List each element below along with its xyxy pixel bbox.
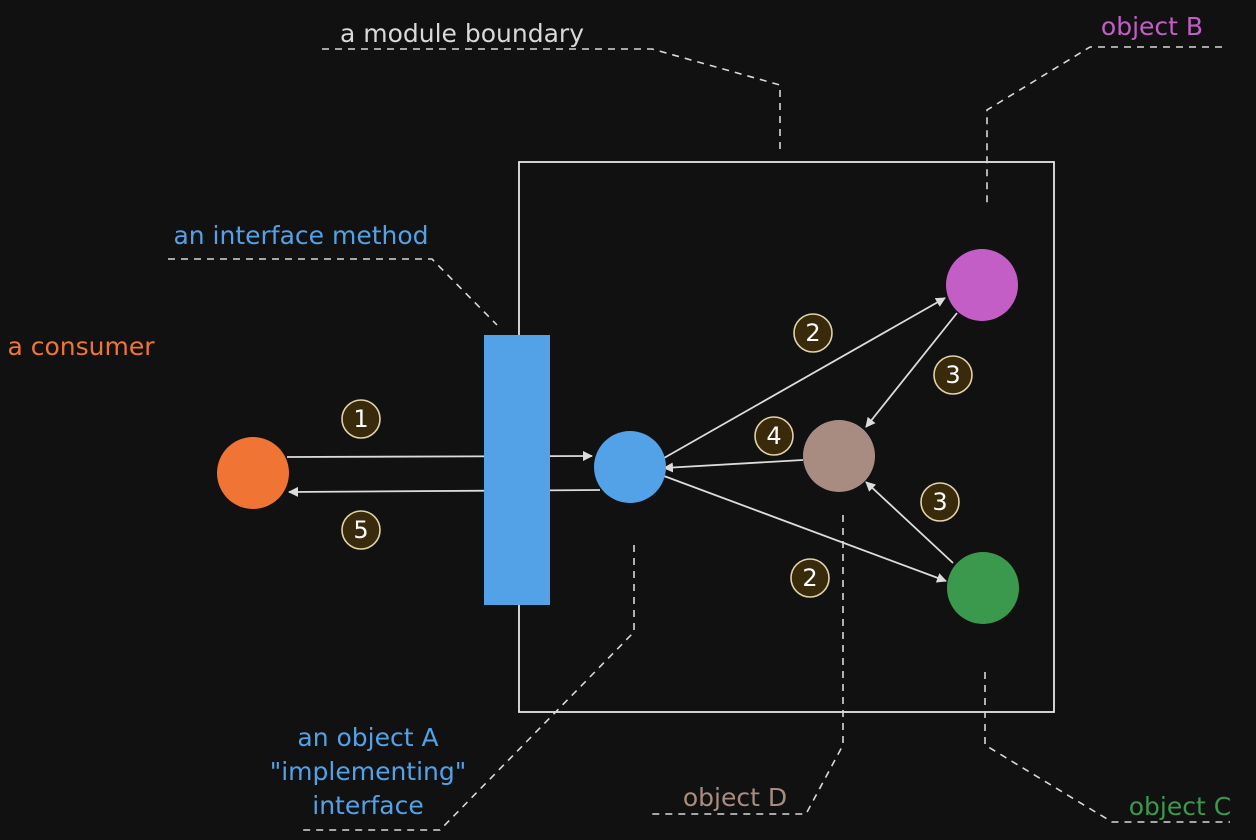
step-badge-3-top: 3 <box>933 355 973 395</box>
step-badge-5: 5 <box>341 510 381 550</box>
object-a-label-line1: an object A <box>297 723 438 752</box>
arrow-d-to-a <box>663 459 804 473</box>
arrow-c-to-d <box>865 481 954 564</box>
step-number: 2 <box>802 564 817 592</box>
consumer-node <box>217 437 289 509</box>
interface-method-bar <box>484 335 550 605</box>
object-b-leader <box>986 46 1222 205</box>
object-c-label: object C <box>1129 792 1231 821</box>
consumer-label: a consumer <box>7 332 155 361</box>
interface-method-leader <box>168 258 498 326</box>
step-badge-4: 4 <box>754 416 794 456</box>
step-badge-2-bottom: 2 <box>790 558 830 598</box>
step-badge-2-top: 2 <box>793 313 833 353</box>
object-c-node <box>947 552 1019 624</box>
step-number: 2 <box>805 319 820 347</box>
object-d-label: object D <box>683 783 787 812</box>
step-number: 3 <box>932 488 947 516</box>
object-b-label: object B <box>1101 12 1203 41</box>
arrow-a-to-b <box>663 297 946 459</box>
object-c-leader <box>984 672 1230 823</box>
step-number: 3 <box>945 361 960 389</box>
step-number: 4 <box>766 422 781 450</box>
module-boundary-leader <box>322 48 781 152</box>
module-boundary-label: a module boundary <box>340 19 584 48</box>
arrow-return-5 <box>288 486 601 497</box>
object-a-label-line2: "implementing" <box>270 757 467 786</box>
step-badge-3-bottom: 3 <box>920 482 960 522</box>
step-badge-1: 1 <box>341 399 381 439</box>
object-a-label-line3: interface <box>312 791 424 820</box>
object-a-leader <box>298 545 635 831</box>
interface-method-label: an interface method <box>173 221 428 250</box>
step-number: 5 <box>353 516 368 544</box>
object-d-node <box>803 420 875 492</box>
object-b-node <box>946 249 1018 321</box>
arrow-a-to-c <box>663 475 947 583</box>
step-number: 1 <box>353 405 368 433</box>
arrow-b-to-d <box>865 312 958 428</box>
object-a-node <box>594 431 666 503</box>
